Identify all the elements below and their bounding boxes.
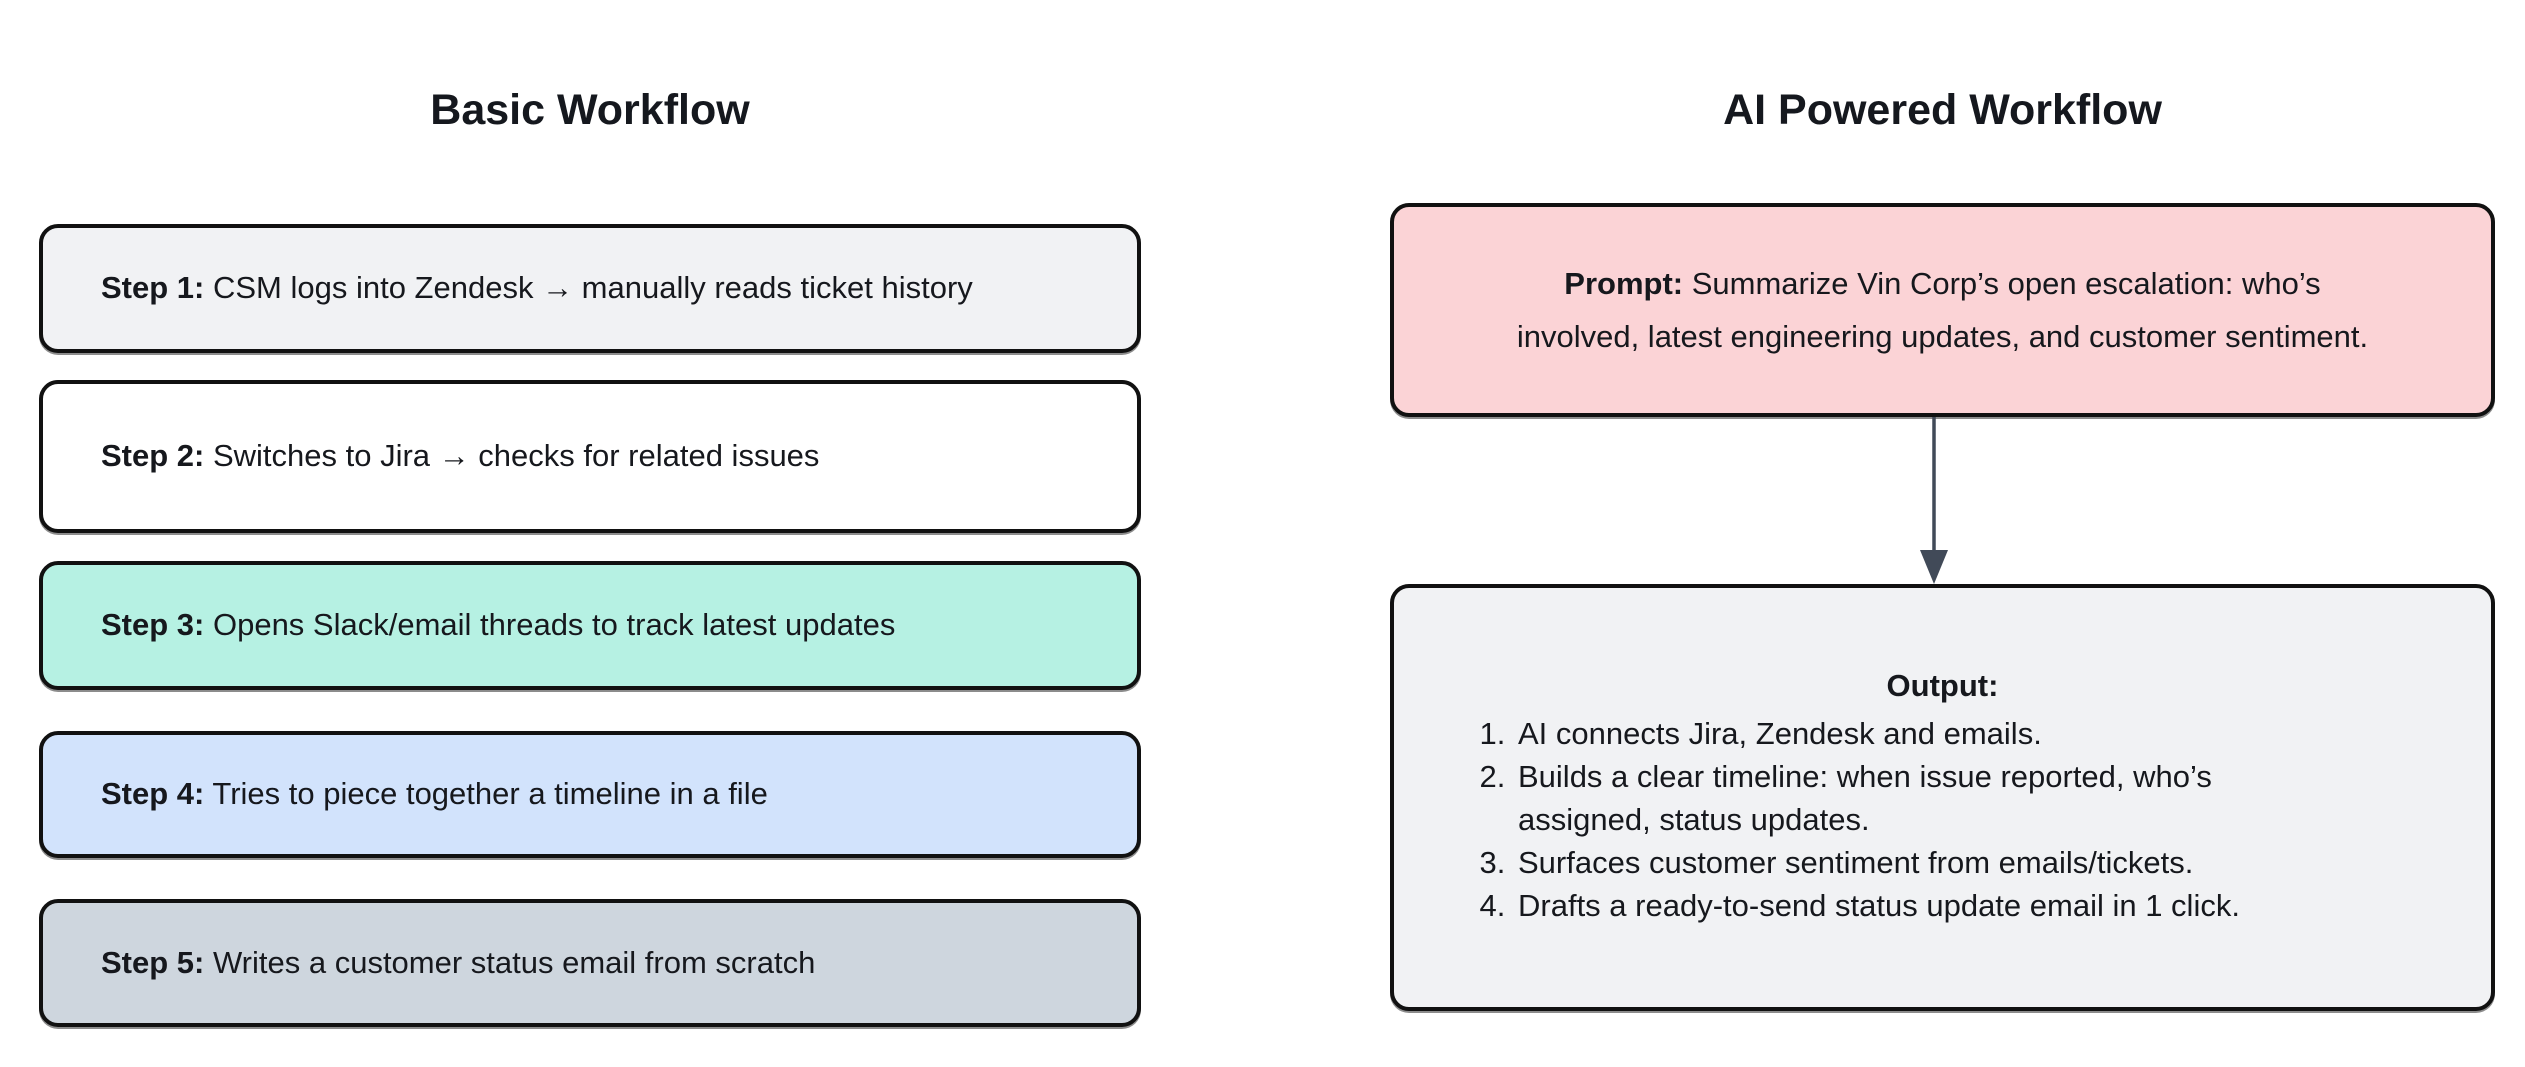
prompt-text: Prompt: Summarize Vin Corp’s open escala… <box>1513 257 2373 363</box>
step-4-description: Tries to piece together a timeline in a … <box>204 776 768 812</box>
step-2-description: Switches to Jira → checks for related is… <box>204 438 820 474</box>
prompt-box: Prompt: Summarize Vin Corp’s open escala… <box>1390 203 2495 417</box>
step-2-text: Step 2: Switches to Jira → checks for re… <box>43 437 819 476</box>
step-3-text: Step 3: Opens Slack/email threads to tra… <box>43 606 895 645</box>
output-item-3: Surfaces customer sentiment from emails/… <box>1514 841 2260 884</box>
output-item-2: Builds a clear timeline: when issue repo… <box>1514 755 2260 841</box>
step-3-label: Step 3: <box>101 607 205 643</box>
step-1-text: Step 1: CSM logs into Zendesk → manually… <box>43 269 973 308</box>
ai-workflow-title: AI Powered Workflow <box>1723 86 2162 134</box>
prompt-label: Prompt: <box>1564 266 1684 301</box>
step-2-label: Step 2: <box>101 438 205 474</box>
arrow-head <box>1920 550 1948 584</box>
output-heading: Output: <box>1886 668 1999 703</box>
output-list: AI connects Jira, Zendesk and emails. Bu… <box>1480 712 2260 927</box>
prompt-description: Summarize Vin Corp’s open escalation: wh… <box>1516 266 2369 354</box>
step-1-label: Step 1: <box>101 270 205 306</box>
step-4-text: Step 4: Tries to piece together a timeli… <box>43 775 768 814</box>
step-1-box: Step 1: CSM logs into Zendesk → manually… <box>39 224 1141 353</box>
output-item-1: AI connects Jira, Zendesk and emails. <box>1514 712 2260 755</box>
basic-workflow-title: Basic Workflow <box>430 86 750 134</box>
step-4-label: Step 4: <box>101 776 205 812</box>
step-2-box: Step 2: Switches to Jira → checks for re… <box>39 380 1141 533</box>
step-3-box: Step 3: Opens Slack/email threads to tra… <box>39 561 1141 690</box>
step-5-text: Step 5: Writes a customer status email f… <box>43 944 815 983</box>
step-5-description: Writes a customer status email from scra… <box>204 944 816 980</box>
step-1-description: CSM logs into Zendesk → manually reads t… <box>204 270 973 306</box>
step-4-box: Step 4: Tries to piece together a timeli… <box>39 731 1141 858</box>
output-item-4: Drafts a ready-to-send status update ema… <box>1514 884 2260 927</box>
down-arrow-icon <box>1920 417 1948 584</box>
output-box: Output: AI connects Jira, Zendesk and em… <box>1390 584 2495 1011</box>
step-5-box: Step 5: Writes a customer status email f… <box>39 899 1141 1027</box>
step-5-label: Step 5: <box>101 944 205 980</box>
step-3-description: Opens Slack/email threads to track lates… <box>204 607 896 643</box>
